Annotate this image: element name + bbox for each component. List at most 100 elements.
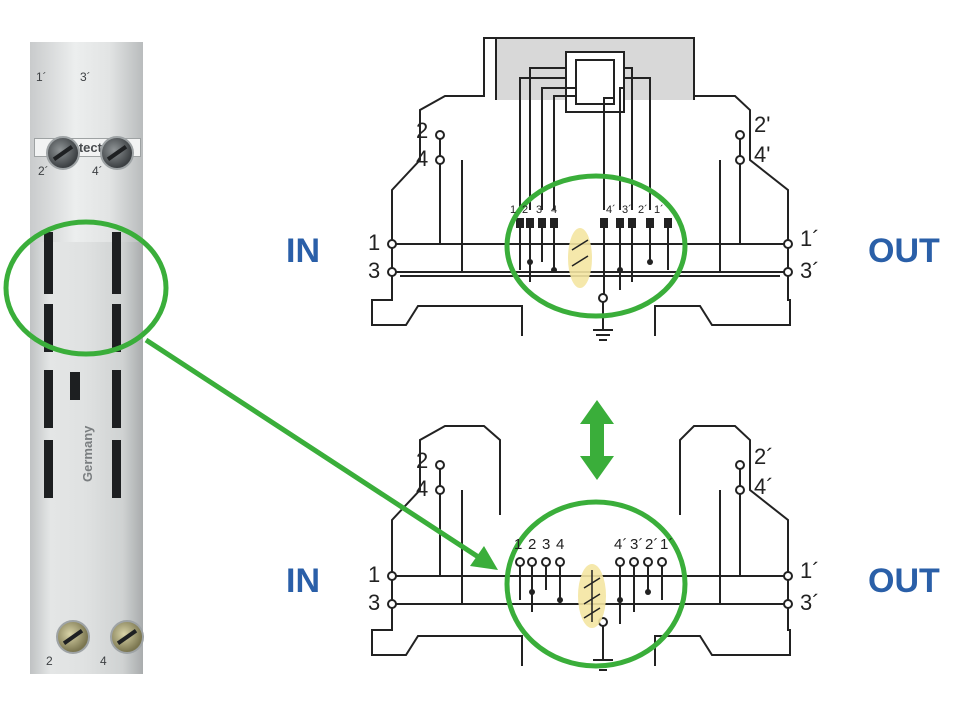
top-left-terminal-1: 1 (368, 230, 381, 255)
screw-icon (100, 136, 134, 170)
screw-icon (110, 620, 144, 654)
bottom-contact-1p: 1´ (660, 536, 674, 553)
vent-slot (112, 370, 121, 428)
top-contact-1p: 1´ (654, 204, 664, 216)
bottom-right-terminal-2p: 2´ (754, 444, 774, 469)
photo-terminal-2: 2 (46, 654, 53, 668)
terminal-dot (435, 155, 445, 165)
top-right-terminal-1p: 1´ (800, 226, 820, 251)
pointer-arrow-line (144, 337, 488, 565)
contact-dot (615, 557, 625, 567)
contact-pin (538, 218, 546, 228)
vent-slot (112, 304, 121, 352)
terminal-dot (387, 599, 397, 609)
contact-pin (600, 218, 608, 228)
top-highlight-ellipse (504, 173, 688, 319)
photo-terminal-4p: 4´ (92, 164, 103, 178)
bottom-contact-3p: 3´ (630, 536, 644, 553)
vent-slot (112, 232, 121, 294)
bottom-contact-2p: 2´ (645, 536, 659, 553)
contact-dot (527, 557, 537, 567)
top-contact-2p: 2´ (638, 204, 648, 216)
contact-pin (628, 218, 636, 228)
bottom-left-terminal-3: 3 (368, 590, 381, 615)
contact-dot (629, 557, 639, 567)
contact-pin (550, 218, 558, 228)
contact-dot (515, 557, 525, 567)
vent-slot (44, 370, 53, 428)
bottom-right-terminal-4p: 4´ (754, 474, 774, 499)
top-contact-3p: 3´ (622, 204, 632, 216)
bottom-out-label: OUT (868, 562, 940, 600)
contact-pin (616, 218, 624, 228)
contact-dot (541, 557, 551, 567)
terminal-dot (435, 130, 445, 140)
terminal-dot (387, 239, 397, 249)
top-contact-4p: 4´ (606, 204, 616, 216)
bottom-contact-2: 2 (528, 536, 537, 553)
top-right-terminal-4p: 4' (754, 142, 771, 167)
release-lever (70, 372, 80, 400)
screw-icon (46, 136, 80, 170)
top-left-terminal-2: 2 (416, 118, 429, 143)
bottom-contact-1: 1 (514, 536, 523, 553)
contact-dot (643, 557, 653, 567)
terminal-dot (783, 599, 793, 609)
terminal-dot (783, 239, 793, 249)
top-right-terminal-3p: 3´ (800, 258, 820, 283)
photo-terminal-2p: 2´ (38, 164, 49, 178)
bottom-right-terminal-3p: 3´ (800, 590, 820, 615)
contact-pin (526, 218, 534, 228)
photo-terminal-4: 4 (100, 654, 107, 668)
top-contact-1: 1 (510, 204, 517, 216)
photo-terminal-1p: 1´ (36, 70, 47, 84)
vent-slot (112, 440, 121, 498)
contact-dot (657, 557, 667, 567)
terminal-dot (598, 293, 608, 303)
bottom-highlight-ellipse (504, 499, 688, 669)
pointer-arrowhead (470, 546, 498, 570)
terminal-dot (435, 485, 445, 495)
terminal-dot (735, 460, 745, 470)
bottom-left-terminal-4: 4 (416, 476, 429, 501)
device-photo: 1´ 3´ protected 2´ 4´ Germany 2 4 (30, 42, 144, 674)
bottom-contact-4: 4 (556, 536, 565, 553)
terminal-dot (387, 571, 397, 581)
bottom-contact-4p: 4´ (614, 536, 628, 553)
vent-slot (44, 232, 53, 294)
top-arrester-highlight (568, 228, 592, 288)
bottom-right-terminal-1p: 1´ (800, 558, 820, 583)
contact-pin (646, 218, 654, 228)
top-in-label: IN (286, 232, 320, 270)
swap-arrow-icon (580, 400, 614, 480)
terminal-dot (435, 460, 445, 470)
terminal-dot (783, 571, 793, 581)
bottom-left-terminal-2: 2 (416, 448, 429, 473)
bottom-contact-3: 3 (542, 536, 551, 553)
terminal-dot (783, 267, 793, 277)
top-contact-4: 4 (551, 204, 558, 216)
bottom-in-label: IN (286, 562, 320, 600)
terminal-dot (735, 130, 745, 140)
terminal-dot (735, 485, 745, 495)
contact-pin (664, 218, 672, 228)
top-right-terminal-2p: 2' (754, 112, 771, 137)
bottom-housing-outline (371, 425, 791, 666)
vent-slot (44, 440, 53, 498)
screw-icon (56, 620, 90, 654)
top-left-terminal-4: 4 (416, 146, 429, 171)
top-left-terminal-3: 3 (368, 258, 381, 283)
vent-slot (44, 304, 53, 352)
top-switch-symbol (575, 59, 615, 105)
photo-highlight-ellipse (3, 219, 169, 357)
top-contact-3: 3 (536, 204, 543, 216)
contact-dot (555, 557, 565, 567)
terminal-dot (387, 267, 397, 277)
top-contact-2: 2 (522, 204, 529, 216)
top-out-label: OUT (868, 232, 940, 270)
terminal-dot (735, 155, 745, 165)
bottom-left-terminal-1: 1 (368, 562, 381, 587)
photo-terminal-3p: 3´ (80, 70, 91, 84)
